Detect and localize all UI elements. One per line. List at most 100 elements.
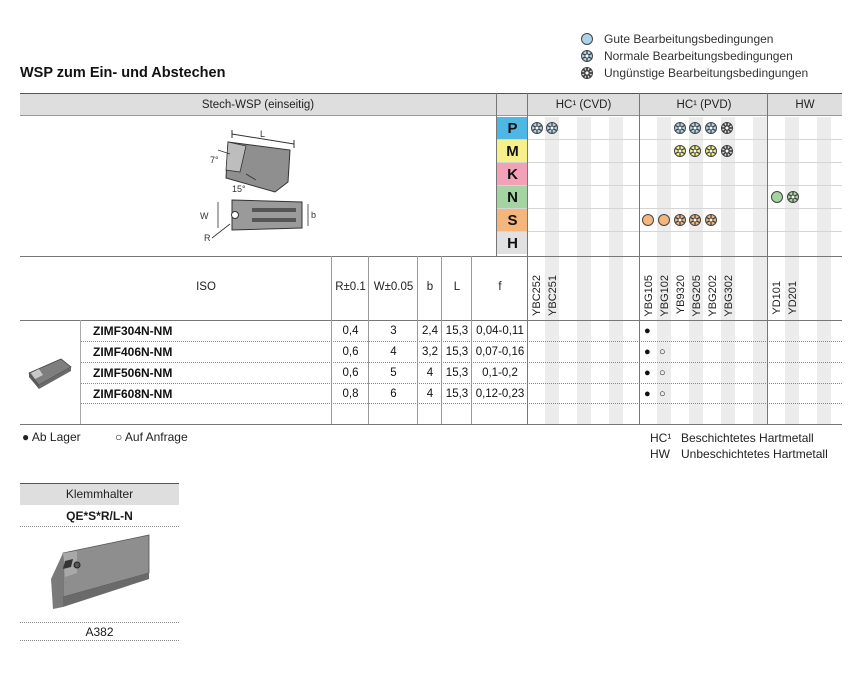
stock-ybg105: ●	[644, 346, 651, 358]
cell-b: 4	[426, 367, 434, 379]
legend-poor-label: Ungünstige Bearbeitungsbedingungen	[604, 65, 809, 80]
grade-ybc252: YBC252	[531, 275, 543, 316]
legend-good-label: Gute Bearbeitungsbedingungen	[604, 31, 774, 46]
legend-normal: Normale Bearbeitungsbedingungen	[580, 47, 840, 64]
stock-ybg105: ●	[644, 367, 651, 379]
condition-icons	[531, 121, 799, 226]
s-good-icon-1	[642, 214, 654, 226]
cell-r: 0,6	[342, 346, 359, 358]
n-yd101-good-icon	[771, 191, 783, 203]
product-name: ZIMF304N-NM	[93, 324, 173, 338]
grade-ybg202: YBG202	[707, 275, 719, 317]
grade-ybg205: YBG205	[691, 275, 703, 317]
good-condition-icon	[581, 32, 593, 45]
grade-yd201: YD201	[787, 281, 799, 315]
grade-yb9320: YB9320	[675, 275, 687, 315]
header-stech-wsp: Stech-WSP (einseitig)	[201, 99, 315, 111]
legend-poor: Ungünstige Bearbeitungsbedingungen	[580, 64, 840, 81]
iso-p: P	[497, 117, 528, 139]
p-ybg202-normal-icon	[689, 122, 701, 134]
grade-ybg105: YBG105	[643, 275, 655, 317]
cell-r: 0,6	[342, 367, 359, 379]
insert-drawing: L 7° 15° W b R	[200, 129, 316, 243]
stock-ybg102: ○	[659, 367, 666, 379]
iso-n: N	[497, 186, 528, 208]
legend-good: Gute Bearbeitungsbedingungen	[580, 30, 840, 47]
m-poor-icon	[720, 144, 734, 158]
stock-ybg105: ●	[644, 325, 651, 337]
m-normal-icon-3	[705, 145, 717, 157]
insert-image	[28, 358, 72, 389]
col-f: f	[498, 281, 502, 293]
grade-ybg302: YBG302	[723, 275, 735, 317]
cell-l: 15,3	[445, 388, 469, 400]
product-name: ZIMF406N-NM	[93, 345, 173, 359]
cell-f: 0,07-0,16	[475, 346, 525, 358]
poor-condition-icon	[581, 66, 593, 79]
cell-l: 15,3	[445, 325, 469, 337]
s-normal-icon-1	[674, 214, 686, 226]
normal-condition-icon	[581, 49, 593, 62]
cell-w: 3	[390, 325, 397, 337]
p-ybg302-normal-icon	[705, 122, 717, 134]
footer-stock: ● Ab Lager	[22, 430, 81, 444]
cell-f: 0,12-0,23	[475, 388, 525, 400]
col-iso: ISO	[196, 281, 216, 293]
header-hc-cvd: HC¹ (CVD)	[555, 99, 612, 111]
cell-b: 3,2	[422, 346, 438, 358]
p-ybg205-normal-icon	[674, 122, 686, 134]
stock-ybg105: ●	[644, 388, 651, 400]
cell-l: 15,3	[445, 346, 469, 358]
cell-l: 15,3	[445, 367, 469, 379]
n-yd201-normal-icon	[787, 191, 799, 203]
p-ybc251-normal-icon	[546, 122, 558, 134]
grade-ybc251: YBC251	[547, 275, 559, 316]
cell-b: 2,4	[422, 325, 438, 337]
cell-r: 0,8	[342, 388, 359, 400]
holder-title: Klemmhalter	[20, 483, 179, 505]
svg-text:7°: 7°	[210, 155, 219, 165]
cell-f: 0,04-0,11	[476, 325, 524, 337]
cell-w: 5	[390, 367, 397, 379]
iso-m: M	[497, 140, 528, 162]
header-hc-pvd: HC¹ (PVD)	[676, 99, 732, 111]
iso-h: H	[497, 232, 528, 254]
header-hw: HW	[795, 99, 815, 111]
m-normal-icon-2	[689, 145, 701, 157]
col-w: W±0.05	[373, 281, 414, 293]
s-normal-icon-2	[689, 214, 701, 226]
svg-text:b: b	[311, 210, 316, 220]
footer-hc-key: HC¹	[650, 431, 672, 445]
product-name: ZIMF608N-NM	[93, 387, 173, 401]
p-poor-icon	[720, 121, 734, 135]
cell-r: 0,4	[342, 325, 359, 337]
legend: Gute Bearbeitungsbedingungen Normale Bea…	[580, 30, 840, 81]
iso-s: S	[497, 209, 528, 231]
cell-w: 6	[390, 388, 397, 400]
holder-ref: A382	[85, 625, 114, 639]
stock-ybg102: ○	[659, 346, 666, 358]
product-name: ZIMF506N-NM	[93, 366, 173, 380]
table-header-band	[20, 93, 842, 116]
svg-text:15°: 15°	[232, 184, 246, 194]
footer-hc-text: Beschichtetes Hartmetall	[681, 431, 814, 445]
s-good-icon-2	[658, 214, 670, 226]
stock-ybg102: ○	[659, 388, 666, 400]
col-l: L	[453, 281, 461, 293]
footer-hw-text: Unbeschichtetes Hartmetall	[681, 447, 828, 461]
grade-yd101: YD101	[771, 281, 783, 315]
grade-ybg102: YBG102	[659, 275, 671, 317]
col-b: b	[426, 281, 434, 293]
p-ybc252-normal-icon	[531, 122, 543, 134]
cell-b: 4	[426, 388, 434, 400]
cell-w: 4	[390, 346, 397, 358]
iso-k: K	[497, 163, 528, 185]
cell-f: 0,1-0,2	[482, 367, 518, 379]
page-title: WSP zum Ein- und Abstechen	[20, 65, 226, 81]
svg-text:L: L	[260, 129, 265, 139]
m-normal-icon-1	[674, 145, 686, 157]
s-normal-icon-3	[705, 214, 717, 226]
svg-text:R: R	[204, 233, 211, 243]
holder-code: QE*S*R/L-N	[66, 509, 133, 523]
col-r: R±0.1	[335, 281, 366, 293]
